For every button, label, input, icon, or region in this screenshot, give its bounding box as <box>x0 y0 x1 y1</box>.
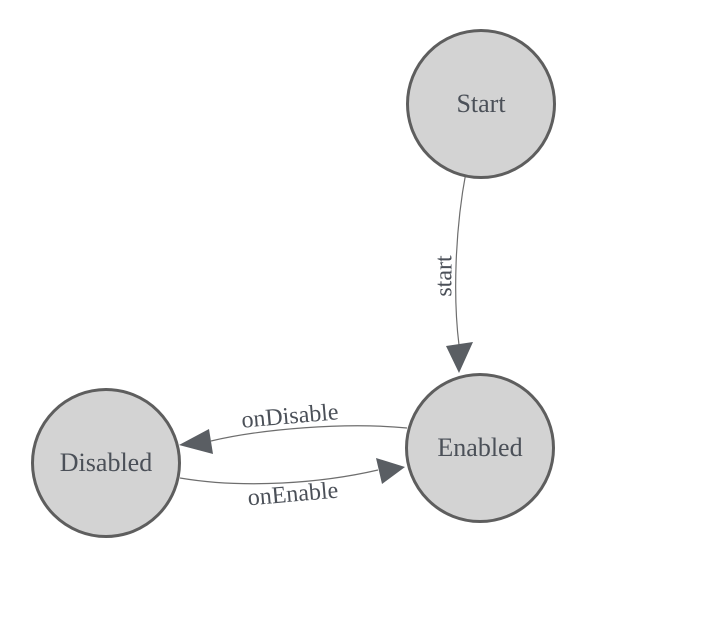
edge-disabled-to-enabled <box>179 469 379 485</box>
state-node-enabled-label: Enabled <box>437 433 523 462</box>
arrowhead-enabled-to-disabled-icon <box>179 429 213 454</box>
edge-enabled-to-disabled <box>210 425 408 442</box>
arrowhead-disabled-to-enabled-icon <box>376 458 405 484</box>
arrowhead-start-to-enabled-icon <box>446 342 473 373</box>
edge-start-to-enabled <box>455 171 467 346</box>
state-node-start[interactable]: Start <box>406 29 556 179</box>
edge-label-start: start <box>431 255 458 297</box>
state-node-disabled[interactable]: Disabled <box>31 388 181 538</box>
state-node-enabled[interactable]: Enabled <box>405 373 555 523</box>
state-node-start-label: Start <box>456 89 506 118</box>
state-node-disabled-label: Disabled <box>59 448 153 477</box>
